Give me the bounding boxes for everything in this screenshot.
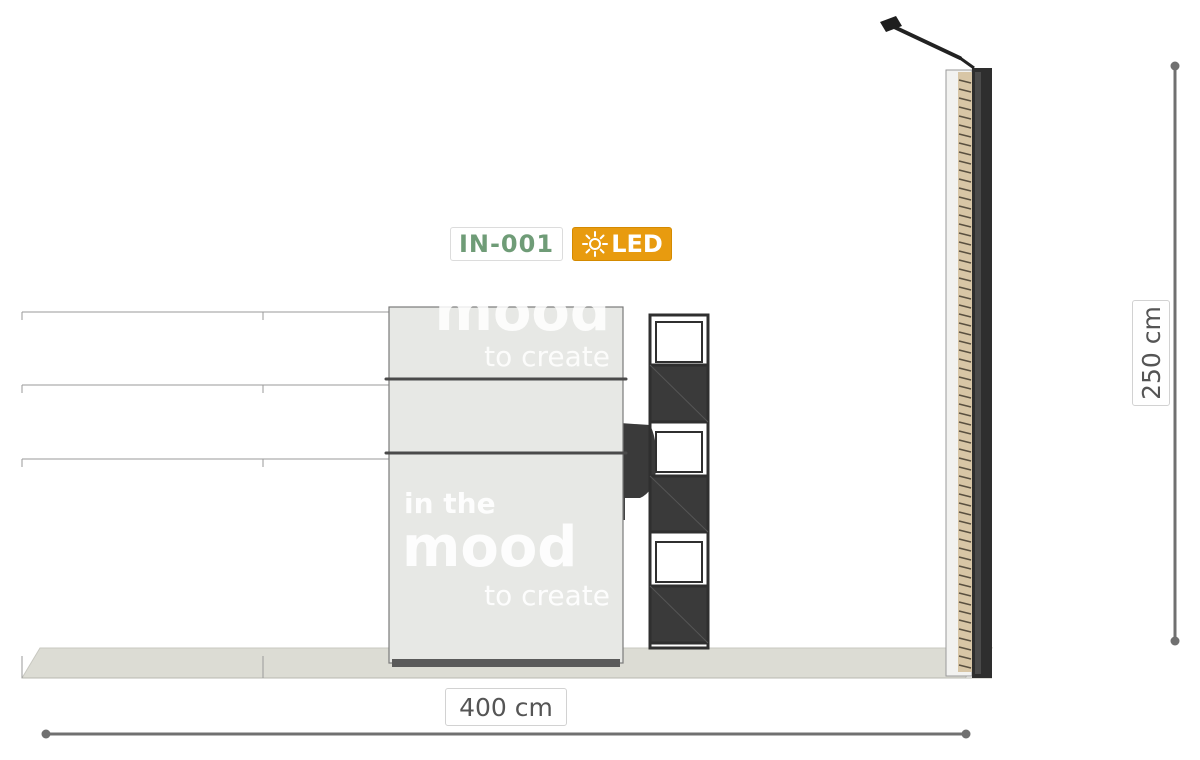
slat-groove	[958, 205, 972, 210]
height-dimension-label: 250 cm	[1132, 300, 1170, 406]
slat-groove	[958, 448, 972, 453]
slat-groove	[958, 232, 972, 237]
slat-groove	[958, 610, 972, 615]
slat-groove	[958, 475, 972, 480]
slat-groove	[958, 160, 972, 165]
slat-groove	[958, 259, 972, 264]
led-badge: LED	[572, 227, 672, 261]
slat-groove	[958, 637, 972, 642]
slat-groove	[958, 124, 972, 129]
slat-groove	[958, 403, 972, 408]
slat-groove	[958, 538, 972, 543]
slat-groove	[958, 439, 972, 444]
slat-groove	[958, 619, 972, 624]
slat-groove	[958, 331, 972, 336]
slat-groove	[958, 169, 972, 174]
slat-groove	[958, 277, 972, 282]
counter-print-mood: mood	[402, 515, 577, 580]
slat-groove	[958, 250, 972, 255]
slat-groove	[958, 97, 972, 102]
slat-groove	[958, 502, 972, 507]
slat-groove	[958, 88, 972, 93]
width-dimension-line	[41, 729, 971, 739]
sun-icon	[581, 230, 609, 258]
slat-groove	[958, 241, 972, 246]
counter-print-in-the: in the	[404, 487, 496, 520]
slat-groove	[958, 601, 972, 606]
slat-groove	[958, 646, 972, 651]
slat-groove	[958, 142, 972, 147]
slat-groove	[958, 133, 972, 138]
slat-groove	[958, 79, 972, 84]
slat-groove	[958, 484, 972, 489]
slat-groove	[958, 286, 972, 291]
slat-groove	[958, 196, 972, 201]
slat-groove	[958, 457, 972, 462]
slat-groove	[958, 583, 972, 588]
bar-stool	[620, 423, 657, 520]
slat-groove	[958, 268, 972, 273]
brochure-display-stand	[648, 313, 710, 650]
slat-groove	[958, 520, 972, 525]
slat-groove	[958, 664, 972, 669]
slat-groove	[958, 358, 972, 363]
slat-groove	[958, 412, 972, 417]
slat-groove	[958, 592, 972, 597]
slatwall-column	[945, 68, 992, 678]
slat-groove	[958, 628, 972, 633]
slat-groove	[958, 394, 972, 399]
reception-counter: mood to create in the mood to create	[384, 279, 628, 667]
slat-groove	[958, 421, 972, 426]
slat-groove	[958, 313, 972, 318]
slat-groove	[958, 322, 972, 327]
product-code-badge: IN-001	[450, 227, 563, 261]
slat-groove	[958, 466, 972, 471]
slat-groove	[958, 367, 972, 372]
height-dimension-line	[1170, 61, 1180, 646]
slat-groove	[958, 223, 972, 228]
slat-groove	[958, 493, 972, 498]
slat-groove	[958, 349, 972, 354]
slat-groove	[958, 376, 972, 381]
slat-groove	[958, 529, 972, 534]
slat-groove	[958, 556, 972, 561]
slat-groove	[958, 214, 972, 219]
slat-groove	[958, 511, 972, 516]
slat-groove	[958, 340, 972, 345]
slat-groove	[958, 547, 972, 552]
slat-groove	[958, 178, 972, 183]
counter-print-top-tagline: to create	[484, 340, 610, 373]
slat-groove	[958, 574, 972, 579]
slat-groove	[958, 430, 972, 435]
width-dimension-label: 400 cm	[445, 688, 567, 726]
slat-groove	[958, 115, 972, 120]
slat-groove	[958, 655, 972, 660]
slat-groove	[958, 565, 972, 570]
led-label: LED	[611, 230, 663, 258]
slat-groove	[958, 187, 972, 192]
slat-groove	[958, 151, 972, 156]
counter-print-tagline: to create	[484, 579, 610, 612]
counter-print-top-mood: mood	[435, 279, 610, 344]
spotlight-icon	[880, 16, 975, 70]
slat-groove	[958, 106, 972, 111]
slat-groove	[958, 295, 972, 300]
slat-groove	[958, 385, 972, 390]
slat-groove	[958, 304, 972, 309]
